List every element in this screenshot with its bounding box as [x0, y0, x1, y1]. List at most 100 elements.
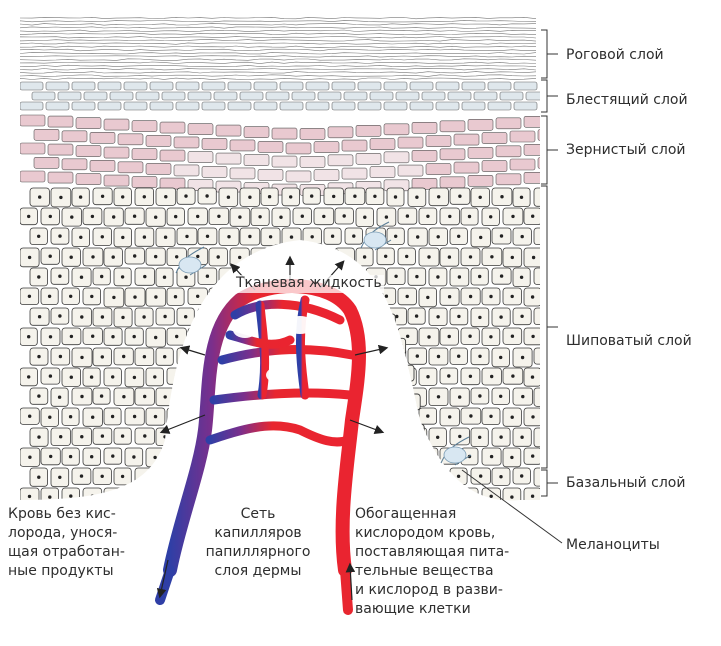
- cell-nucleus: [132, 375, 137, 380]
- cell-nucleus: [174, 494, 179, 498]
- cell-nucleus: [405, 214, 410, 218]
- spinous-cell: [103, 487, 124, 501]
- cell-nucleus: [310, 474, 314, 479]
- cell-nucleus: [58, 274, 62, 278]
- cell-nucleus: [248, 234, 252, 239]
- spinous-cell: [166, 367, 187, 385]
- granulosum-cell: [159, 121, 186, 134]
- spinous-cell: [166, 407, 187, 426]
- cell-nucleus: [184, 475, 188, 479]
- cell-nucleus: [91, 334, 95, 338]
- capillary-gap: [225, 408, 245, 422]
- cell-nucleus: [489, 294, 493, 299]
- cell-nucleus: [345, 266, 349, 270]
- cell-nucleus: [164, 475, 168, 480]
- spinous-cell: [176, 387, 198, 406]
- lucidum-cell: [421, 91, 446, 101]
- cell-nucleus: [58, 354, 63, 359]
- cell-nucleus: [499, 394, 503, 398]
- basal-cell: [273, 244, 290, 262]
- cell-nucleus: [374, 435, 378, 439]
- lucidum-cell: [45, 101, 70, 111]
- cell-nucleus: [28, 414, 32, 418]
- granulosum-cell: [495, 145, 522, 158]
- cell-nucleus: [112, 215, 116, 219]
- cell-nucleus: [542, 195, 545, 198]
- cell-nucleus: [373, 315, 378, 319]
- cell-nucleus: [530, 375, 535, 379]
- cell-nucleus: [499, 234, 504, 238]
- cell-nucleus: [499, 274, 504, 278]
- caption-line: щая отработан-: [8, 544, 125, 560]
- cell-nucleus: [279, 335, 283, 339]
- spinous-cell: [397, 487, 419, 501]
- cell-nucleus: [426, 295, 430, 300]
- spinous-cell: [166, 447, 185, 467]
- granulosum-cell: [439, 176, 466, 189]
- cell-nucleus: [132, 494, 136, 499]
- cell-nucleus: [196, 214, 200, 219]
- spinous-cell: [271, 247, 291, 267]
- spinous-cell: [407, 467, 429, 487]
- cell-nucleus: [185, 234, 189, 239]
- lucidum-cell: [201, 101, 226, 111]
- spinous-cell: [334, 247, 355, 267]
- spinous-cell: [386, 427, 407, 446]
- lucidum-cell: [369, 91, 394, 101]
- cell-nucleus: [415, 195, 419, 199]
- cell-nucleus: [174, 455, 178, 459]
- cell-nucleus: [531, 415, 535, 419]
- granulosum-cell: [285, 142, 312, 155]
- cell-nucleus: [181, 437, 185, 441]
- cell-nucleus: [384, 254, 388, 258]
- granulosum-cell: [271, 155, 298, 168]
- vein-direction-arrow: [156, 559, 169, 599]
- cell-nucleus: [143, 394, 147, 399]
- cell-nucleus: [121, 315, 125, 320]
- cell-nucleus: [37, 394, 41, 398]
- cell-nucleus: [122, 354, 126, 359]
- cell-nucleus: [133, 254, 137, 258]
- cell-nucleus: [457, 275, 462, 279]
- artery-inflow: [340, 565, 353, 615]
- cell-nucleus: [415, 435, 420, 440]
- spinous-cell: [376, 327, 398, 347]
- granulosum-cell: [453, 133, 480, 146]
- lucidum-cell: [331, 101, 356, 111]
- spinous-cell: [533, 267, 540, 285]
- cell-nucleus: [111, 495, 116, 499]
- granulosum-cell: [467, 147, 494, 159]
- cell-nucleus: [227, 235, 231, 239]
- lucidum-cell: [487, 101, 512, 111]
- cell-nucleus: [300, 455, 304, 459]
- cell-nucleus: [499, 355, 503, 360]
- cell-nucleus: [395, 314, 399, 319]
- cell-nucleus: [510, 255, 514, 260]
- cell-nucleus: [142, 355, 147, 359]
- lucidum-cell: [291, 91, 316, 101]
- lucidum-cell: [525, 91, 540, 101]
- spinous-cell: [82, 487, 103, 501]
- cell-nucleus: [47, 294, 52, 298]
- capillary-branch: [209, 388, 355, 405]
- cell-nucleus: [215, 295, 220, 299]
- cell-nucleus: [531, 454, 535, 458]
- corneum-line: [20, 16, 537, 20]
- cell-nucleus: [510, 415, 514, 419]
- layer-label-stratum-spinosum: Шиповатый слой: [566, 333, 692, 349]
- spinous-cell: [134, 467, 155, 487]
- oxygenated-blood-caption: Обогащенная кислородом кровь, поставляющ…: [355, 505, 509, 619]
- spinous-cell: [197, 307, 216, 325]
- caption-line: ные продукты: [8, 563, 114, 579]
- lucidum-cell: [175, 101, 200, 111]
- spinous-cell: [355, 447, 376, 466]
- cell-nucleus: [111, 375, 115, 379]
- cell-nucleus: [410, 400, 415, 404]
- cell-nucleus: [132, 455, 136, 459]
- corneum-line: [20, 58, 537, 61]
- granulosum-cell: [145, 163, 172, 175]
- cell-nucleus: [342, 334, 346, 338]
- layer-label-stratum-basale: Базальный слой: [566, 475, 686, 491]
- cell-nucleus: [268, 235, 273, 239]
